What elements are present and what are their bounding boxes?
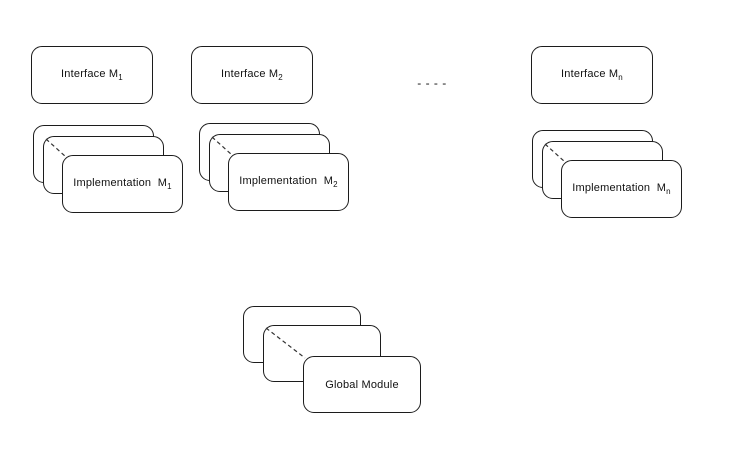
implementation-m2-label: Implementation M2	[239, 174, 338, 190]
global-module-box: Global Module	[303, 356, 421, 413]
implementation-stack-mn: Implementation Mn	[532, 130, 682, 218]
interface-m2-label: Interface M2	[221, 67, 283, 83]
implementation-mn-label: Implementation Mn	[572, 181, 671, 197]
implementation-m2-box: Implementation M2	[228, 153, 349, 211]
interface-m2-box: Interface M2	[191, 46, 313, 104]
implementation-m1-label: Implementation M1	[73, 176, 172, 192]
interface-m1-label: Interface M1	[61, 67, 123, 83]
implementation-stack-m2: Implementation M2	[199, 123, 349, 211]
implementation-stack-m1: Implementation M1	[33, 125, 183, 213]
global-module-label: Global Module	[325, 378, 399, 391]
implementation-m1-box: Implementation M1	[62, 155, 183, 213]
interface-mn-box: Interface Mn	[531, 46, 653, 104]
global-module-stack: Global Module	[243, 306, 422, 414]
interface-mn-label: Interface Mn	[561, 67, 623, 83]
implementation-mn-box: Implementation Mn	[561, 160, 682, 218]
continuation-ellipsis: - - - -	[417, 76, 447, 90]
interface-m1-box: Interface M1	[31, 46, 153, 104]
